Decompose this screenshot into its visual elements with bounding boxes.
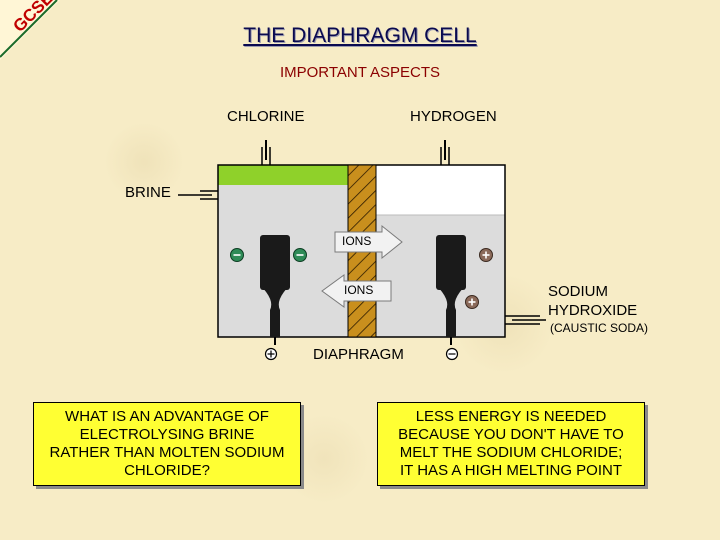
answer-line: MELT THE SODIUM CHLORIDE; xyxy=(399,444,623,461)
cell-wall xyxy=(217,164,506,338)
question-box: WHAT IS AN ADVANTAGE OF ELECTROLYSING BR… xyxy=(33,402,301,486)
chlorine-outlet-pipe xyxy=(261,140,271,165)
answer-box: LESS ENERGY IS NEEDED BECAUSE YOU DON'T … xyxy=(377,402,645,486)
question-line: RATHER THAN MOLTEN SODIUM xyxy=(49,444,285,461)
diaphragm-label: DIAPHRAGM xyxy=(313,346,404,363)
positive-ion xyxy=(465,295,479,309)
anode-electrode xyxy=(260,235,290,345)
answer-line: LESS ENERGY IS NEEDED xyxy=(415,408,607,425)
negative-ion xyxy=(293,248,307,262)
cathode-electrode xyxy=(436,235,466,345)
ions-left-arrow-icon xyxy=(321,274,392,308)
negative-ion xyxy=(230,248,244,262)
hydrogen-outlet-pipe xyxy=(440,140,450,165)
chlorine-label: CHLORINE xyxy=(227,108,305,125)
circled-plus-icon xyxy=(264,347,278,361)
caustic-soda-label: (CAUSTIC SODA) xyxy=(550,321,649,335)
hydroxide-label: HYDROXIDE xyxy=(548,302,638,319)
page-title: THE DIAPHRAGM CELL xyxy=(243,24,477,47)
circled-minus-icon xyxy=(445,347,459,361)
brine-inlet-pipe xyxy=(178,190,218,200)
answer-line: IT HAS A HIGH MELTING POINT xyxy=(400,462,622,479)
hydrogen-label: HYDROGEN xyxy=(410,108,497,125)
ions-top-label: IONS xyxy=(342,234,372,248)
page-subtitle: IMPORTANT ASPECTS xyxy=(279,64,441,81)
answer-line: BECAUSE YOU DON'T HAVE TO xyxy=(398,426,624,443)
sodium-hydroxide-outlet-pipe xyxy=(505,315,546,325)
question-line: WHAT IS AN ADVANTAGE OF xyxy=(65,408,269,425)
ions-bottom-label: IONS xyxy=(344,283,374,297)
hydrogen-gas-space xyxy=(376,165,505,215)
gcse-logo: GCSE xyxy=(0,0,60,60)
sodium-label: SODIUM xyxy=(548,283,608,300)
positive-ion xyxy=(479,248,493,262)
chlorine-gas-space xyxy=(218,165,348,185)
question-line: CHLORIDE? xyxy=(124,462,210,479)
question-line: ELECTROLYSING BRINE xyxy=(79,426,255,443)
brine-label: BRINE xyxy=(125,184,171,201)
ions-right-arrow-icon xyxy=(334,224,403,260)
